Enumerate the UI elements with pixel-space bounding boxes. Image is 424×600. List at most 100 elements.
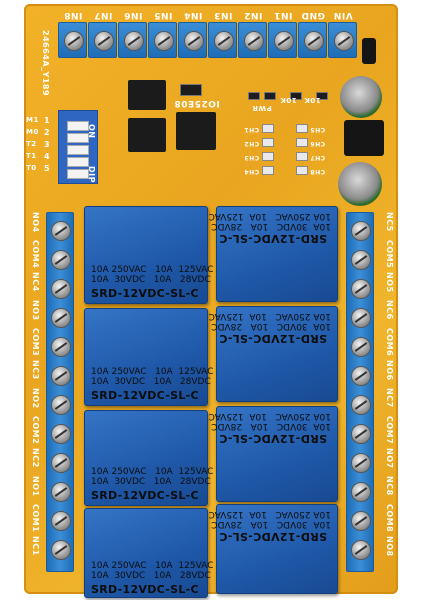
dip-switch-1[interactable] xyxy=(67,121,89,131)
terminal-screw-com3[interactable] xyxy=(51,337,71,357)
terminal-screw-com2[interactable] xyxy=(51,424,71,444)
screw-icon xyxy=(93,31,114,51)
relay-spec-2: 10A 30VDC 10A 28VDC xyxy=(91,377,211,387)
label-ch2: CH2 xyxy=(244,140,260,147)
screw-icon xyxy=(63,31,84,51)
relay-spec-1: 10A 250VAC 10A 125VAC xyxy=(208,411,331,421)
terminal-screw-no6[interactable] xyxy=(351,366,371,386)
label-com3: COM3 xyxy=(31,328,40,357)
microcontroller-chip xyxy=(176,112,216,150)
terminal-screw-com5[interactable] xyxy=(351,250,371,270)
terminal-screw-no2[interactable] xyxy=(51,395,71,415)
dip-switch[interactable] xyxy=(58,110,98,184)
dip-number-labels: 1 2 3 4 5 xyxy=(44,116,56,186)
chip-label: IO25E08 xyxy=(174,98,220,108)
terminal-screw-com6[interactable] xyxy=(351,337,371,357)
label-com4: COM4 xyxy=(31,240,40,269)
label-no7: NO7 xyxy=(385,448,394,469)
label-in6: IN6 xyxy=(123,10,143,20)
terminal-in2[interactable] xyxy=(238,22,267,58)
label-gnd: GND xyxy=(301,10,325,20)
dip-switch-3[interactable] xyxy=(67,145,89,155)
terminal-screw-nc6[interactable] xyxy=(351,308,371,328)
resistor xyxy=(290,92,302,100)
terminal-in7[interactable] xyxy=(88,22,117,58)
dip-mode-t2: T2 xyxy=(26,140,37,148)
label-nc7: NC7 xyxy=(385,388,394,408)
label-com2: COM2 xyxy=(31,416,40,445)
label-ch4: CH4 xyxy=(244,168,260,175)
capacitor xyxy=(338,162,382,206)
terminal-screw-com4[interactable] xyxy=(51,250,71,270)
terminal-screw-nc8[interactable] xyxy=(351,482,371,502)
dip-number-5: 5 xyxy=(44,164,51,173)
dip-switch-4[interactable] xyxy=(67,157,89,167)
board-id: 24664A_Y189 xyxy=(41,30,50,97)
terminal-screw-nc1[interactable] xyxy=(51,540,71,560)
relay-spec-2: 10A 30VDC 10A 28VDC xyxy=(211,421,331,431)
terminal-screw-nc2[interactable] xyxy=(51,453,71,473)
label-no6: NO6 xyxy=(385,360,394,381)
label-ch3: CH3 xyxy=(244,154,260,161)
terminal-in5[interactable] xyxy=(148,22,177,58)
label-ch7: CH7 xyxy=(310,154,326,161)
relay-model: SRD-12VDC-SL-C xyxy=(219,232,327,245)
terminal-in1[interactable] xyxy=(268,22,297,58)
terminal-screw-com7[interactable] xyxy=(351,424,371,444)
relay-model: SRD-12VDC-SL-C xyxy=(91,583,199,596)
label-nc6: NC6 xyxy=(385,300,394,320)
channel-led-8 xyxy=(296,166,308,175)
pwr-label: PWR xyxy=(252,104,272,112)
terminal-screw-nc5[interactable] xyxy=(351,221,371,241)
relay-spec-1: 10A 250VAC 10A 125VAC xyxy=(91,561,214,571)
terminal-screw-nc4[interactable] xyxy=(51,279,71,299)
dip-number-2: 2 xyxy=(44,128,51,137)
label-in2: IN2 xyxy=(243,10,263,20)
dip-number-3: 3 xyxy=(44,140,51,149)
relay-7: SRD-12VDC-SL-C 10A 30VDC 10A 28VDC 10A 2… xyxy=(209,406,338,502)
resistor xyxy=(316,92,328,100)
terminal-in4[interactable] xyxy=(178,22,207,58)
terminal-screw-no5[interactable] xyxy=(351,279,371,299)
resistor-label-2: 10K xyxy=(304,96,321,104)
relay-4: 10A 250VAC 10A 125VAC 10A 30VDC 10A 28VD… xyxy=(84,206,213,304)
terminal-screw-no1[interactable] xyxy=(51,482,71,502)
crystal xyxy=(180,84,202,96)
label-nc2: NC2 xyxy=(31,448,40,468)
terminal-in3[interactable] xyxy=(208,22,237,58)
terminal-screw-com8[interactable] xyxy=(351,511,371,531)
label-com6: COM6 xyxy=(385,328,394,357)
terminal-screw-no4[interactable] xyxy=(51,221,71,241)
terminal-screw-nc3[interactable] xyxy=(51,366,71,386)
label-ch8: CH8 xyxy=(310,168,326,175)
dip-mode-m1: M1 xyxy=(26,116,39,124)
terminal-screw-nc7[interactable] xyxy=(351,395,371,415)
dip-switch-2[interactable] xyxy=(67,133,89,143)
terminal-in8[interactable] xyxy=(58,22,87,58)
terminal-screw-no8[interactable] xyxy=(351,540,371,560)
dip-mode-t0: T0 xyxy=(26,164,37,172)
channel-led-5 xyxy=(296,124,308,133)
screw-icon xyxy=(153,31,174,51)
terminal-in6[interactable] xyxy=(118,22,147,58)
dip-number-1: 1 xyxy=(44,116,51,125)
label-nc4: NC4 xyxy=(31,272,40,292)
terminal-screw-com1[interactable] xyxy=(51,511,71,531)
screw-icon xyxy=(183,31,204,51)
label-no5: NO5 xyxy=(385,272,394,293)
terminal-vin[interactable] xyxy=(328,22,357,58)
terminal-screw-no3[interactable] xyxy=(51,308,71,328)
terminal-screw-no7[interactable] xyxy=(351,453,371,473)
terminal-gnd[interactable] xyxy=(298,22,327,58)
channel-led-6 xyxy=(296,138,308,147)
relay-label-group: SRD-12VDC-SL-C 10A 30VDC 10A 28VDC 10A 2… xyxy=(209,505,337,545)
output-terminal-right xyxy=(346,212,374,572)
relay-spec-1: 10A 250VAC 10A 125VAC xyxy=(91,265,214,275)
label-no2: NO2 xyxy=(31,388,40,409)
power-switch[interactable] xyxy=(362,38,376,64)
relay-spec-2: 10A 30VDC 10A 28VDC xyxy=(91,275,211,285)
relay-3: 10A 250VAC 10A 125VAC 10A 30VDC 10A 28VD… xyxy=(84,308,213,406)
relay-6: SRD-12VDC-SL-C 10A 30VDC 10A 28VDC 10A 2… xyxy=(209,306,338,402)
label-com1: COM1 xyxy=(31,504,40,533)
dip-switch-5[interactable] xyxy=(67,169,89,179)
